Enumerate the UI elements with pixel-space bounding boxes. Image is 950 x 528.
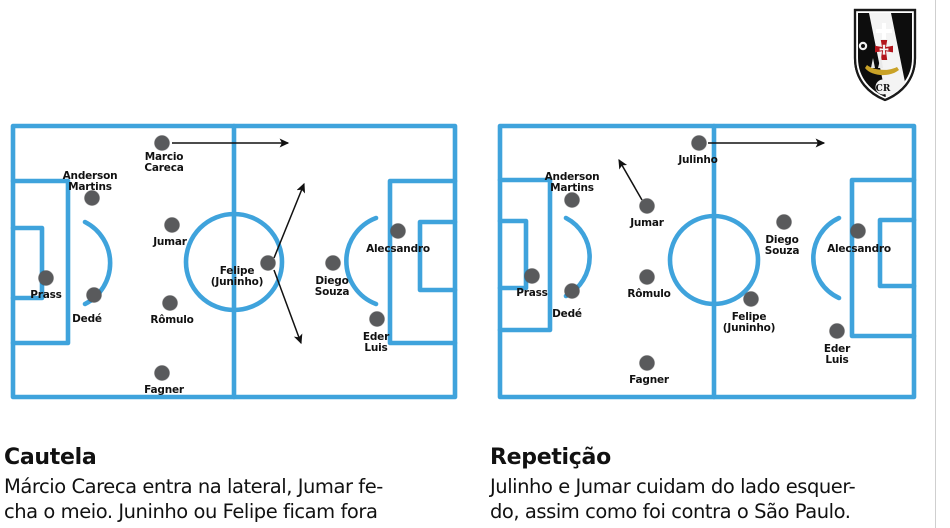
caption-repeticao: Repetição Julinho e Jumar cuidam do lado… (490, 445, 930, 524)
svg-text:CR: CR (876, 84, 891, 94)
player-label-jumar: Jumar (630, 217, 664, 229)
player-label-anderson-martins: Anderson Martins (62, 170, 118, 193)
player-dot-anderson-martins (84, 190, 100, 206)
player-dot-eder-luis (369, 311, 385, 327)
player-label-eder-luis: Eder Luis (362, 331, 390, 354)
player-dot-marcio-careca (154, 135, 170, 151)
pitch-diagram-repeticao: Prass Anderson Martins Dedé Julinho Juma… (492, 118, 918, 404)
player-label-dede: Dedé (552, 308, 582, 320)
panel-repeticao: Prass Anderson Martins Dedé Julinho Juma… (486, 0, 950, 528)
player-label-prass: Prass (516, 287, 548, 299)
caption-title-cautela: Cautela (4, 445, 97, 470)
player-dot-jumar (639, 198, 655, 214)
player-dot-romulo (162, 295, 178, 311)
player-dot-fagner (154, 365, 170, 381)
player-dot-julinho (691, 135, 707, 151)
player-label-romulo: Rômulo (150, 314, 194, 326)
player-label-felipe-juninho: Felipe (Juninho) (722, 311, 776, 334)
player-label-fagner: Fagner (144, 384, 184, 396)
player-label-jumar: Jumar (153, 236, 187, 248)
player-label-alecsandro: Alecsandro (366, 243, 430, 255)
player-label-fagner: Fagner (629, 374, 669, 386)
caption-body-cautela: Márcio Careca entra na lateral, Jumar fe… (4, 475, 383, 523)
movement-arrows-right (618, 138, 826, 201)
player-dot-anderson-martins (564, 192, 580, 208)
player-dot-jumar (164, 217, 180, 233)
player-dot-prass (38, 270, 54, 286)
caption-title-repeticao: Repetição (490, 445, 611, 470)
caption-cautela: Cautela Márcio Careca entra na lateral, … (4, 445, 470, 524)
player-dot-alecsandro (850, 223, 866, 239)
player-dot-diego-souza (776, 214, 792, 230)
player-dot-fagner (639, 355, 655, 371)
player-label-romulo: Rômulo (627, 288, 671, 300)
caption-body-repeticao: Julinho e Jumar cuidam do lado esquer- d… (490, 475, 856, 523)
vasco-da-gama-crest-icon: CR (853, 6, 917, 102)
player-label-marcio-careca: Marcio Careca (144, 151, 184, 174)
player-dot-eder-luis (829, 323, 845, 339)
player-label-julinho: Julinho (678, 154, 718, 166)
player-label-prass: Prass (30, 289, 62, 301)
player-label-anderson-martins: Anderson Martins (544, 171, 600, 194)
player-dot-romulo (639, 269, 655, 285)
player-label-diego-souza: Diego Souza (314, 275, 350, 298)
player-label-eder-luis: Eder Luis (823, 343, 851, 366)
pitch-diagram-cautela: Prass Anderson Martins Dedé Marcio Carec… (6, 118, 462, 404)
panel-cautela: Prass Anderson Martins Dedé Marcio Carec… (4, 118, 470, 524)
player-dot-felipe-juninho (743, 291, 759, 307)
player-label-diego-souza: Diego Souza (764, 234, 800, 257)
player-label-alecsandro: Alecsandro (827, 243, 891, 255)
player-label-felipe-juninho: Felipe (Juninho) (210, 265, 264, 288)
movement-arrows-left (172, 138, 306, 345)
player-dot-felipe-juninho (260, 255, 276, 271)
pitch-markings-left (10, 123, 458, 400)
player-dot-dede (86, 287, 102, 303)
column-divider-rule (935, 0, 936, 528)
player-dot-diego-souza (325, 255, 341, 271)
player-dot-alecsandro (390, 223, 406, 239)
player-label-dede: Dedé (72, 313, 102, 325)
player-dot-prass (524, 268, 540, 284)
player-dot-dede (564, 283, 580, 299)
